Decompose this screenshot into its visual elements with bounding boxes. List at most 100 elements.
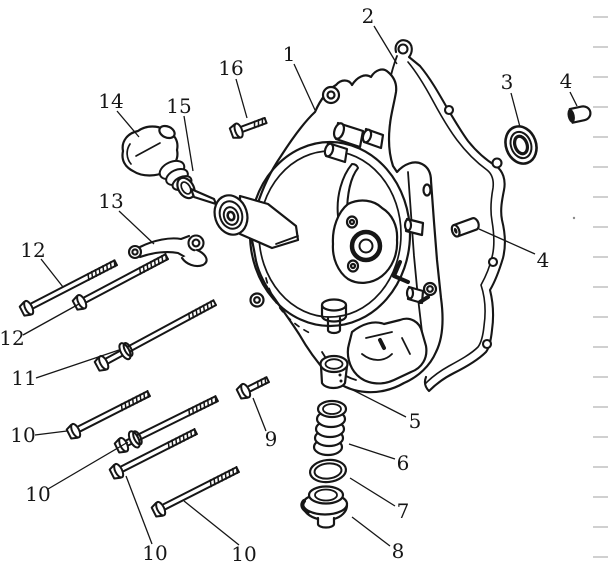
leader-line-crankcase-cover <box>293 63 316 111</box>
bolt-11 <box>93 299 217 372</box>
cover-strut-inner-line <box>407 171 423 333</box>
callout-label-bolt-10a: 10 <box>10 423 35 447</box>
cover-seal-tube <box>213 194 300 250</box>
bracket-arm-bottom <box>138 251 187 259</box>
leader-line-stud-bolt-12b <box>22 303 80 336</box>
leader-line-stud-bolt-12a <box>40 258 64 288</box>
callout-label-screw-16: 16 <box>218 56 243 80</box>
hub-bolt-hole-center <box>348 218 356 226</box>
bolt-10c <box>108 427 198 480</box>
strut-mini-boss-face <box>403 218 413 232</box>
cover-center-hub-flange <box>331 199 399 284</box>
screw-16 <box>228 116 268 139</box>
bracket-arm-top <box>138 234 191 249</box>
stud-bolt-12b <box>71 253 169 311</box>
leader-line-bolt-11 <box>35 349 120 379</box>
cap-knob <box>121 125 179 177</box>
bracket <box>127 234 208 268</box>
leader-line-o-ring <box>349 477 396 507</box>
tube-arm-line <box>275 235 299 245</box>
fasteners-layer <box>18 116 270 518</box>
callout-label-bolt-10d: 10 <box>231 542 256 564</box>
cover-bell-dashed-arc <box>265 277 313 335</box>
tube-face-ring <box>218 200 244 230</box>
gasket-inner-edge <box>407 61 495 384</box>
callout-label-strainer-cup: 5 <box>409 409 422 433</box>
callout-label-dowel-pin: 4 <box>537 248 550 272</box>
callout-label-bolt-10c: 10 <box>142 541 167 564</box>
callout-label-bolt-10b: 10 <box>25 482 50 506</box>
cover-top-lug <box>321 85 341 105</box>
drain-cap-tab <box>316 516 336 529</box>
drain-cap-top-inner <box>314 488 338 502</box>
strut-eyelet <box>422 281 438 297</box>
callout-label-bolt-9: 9 <box>265 427 278 451</box>
leader-line-bolt-10b <box>47 441 129 490</box>
cover-drain-boss-mid <box>320 314 348 323</box>
cover-drain-boss-side <box>320 303 348 318</box>
cup-hole <box>339 379 343 383</box>
callout-label-bolt-11: 11 <box>11 366 36 390</box>
bolt-9 <box>235 376 270 400</box>
bracket-left-eyelet <box>127 244 143 260</box>
stud-bolt-12a <box>18 259 118 317</box>
bolt-10d <box>150 465 240 518</box>
cap-top-bump <box>158 124 176 140</box>
leader-line-bolt-10a <box>34 430 68 436</box>
bolt-10b <box>113 395 219 454</box>
cover-cast-notch <box>392 260 410 284</box>
tube-face-ring <box>222 206 240 226</box>
gasket-hole <box>487 256 499 268</box>
leader-line-screw-16 <box>235 78 248 119</box>
dipstick <box>176 176 218 206</box>
drain-cap <box>300 485 349 529</box>
bracket-foot <box>180 248 208 268</box>
hub-bearing-bore <box>358 238 374 254</box>
hub-bolt-hole <box>346 259 360 273</box>
leader-line-bolt-10d <box>183 500 240 546</box>
strainer-cup <box>319 354 349 390</box>
leader-line-bolt-9 <box>252 397 267 432</box>
strut-eyelet-hole <box>426 285 434 293</box>
callout-label-bracket: 13 <box>98 189 123 213</box>
callout-label-oil-seal: 3 <box>501 70 514 94</box>
leader-line-dowel-pin <box>478 228 536 255</box>
cap-knob-inner-arc <box>126 143 132 165</box>
callout-label-dipstick: 15 <box>166 94 191 118</box>
gasket-hole <box>443 104 455 116</box>
callout-label-spring: 6 <box>397 451 410 475</box>
cover-boss-face <box>332 122 346 140</box>
leader-line-dipstick <box>183 115 194 172</box>
cover-lower-lug-hole <box>253 296 261 304</box>
cover-bottom-detail-dark <box>378 338 386 350</box>
strut-mini-boss-face <box>405 286 415 300</box>
hub-bolt-hole-center <box>349 262 357 270</box>
oil-seal <box>504 125 538 165</box>
cover-lower-lug <box>249 292 265 308</box>
dowel-pin <box>450 217 480 238</box>
leader-line-drain-cap <box>351 516 391 547</box>
bracket-right-eyelet <box>187 234 205 252</box>
cover-drain-boss-lower <box>326 316 342 335</box>
hub-bearing-ring <box>349 229 383 263</box>
callout-label-crankcase-cover: 1 <box>283 42 296 66</box>
cover-cast-notch <box>418 295 430 304</box>
scan-speck <box>572 216 576 220</box>
cover-gasket <box>385 39 506 393</box>
bracket-left-eyelet-hole <box>131 248 139 256</box>
crankcase-cover <box>248 68 444 394</box>
leader-line-oil-seal <box>510 92 521 128</box>
cover-top-lug-hole <box>326 90 336 100</box>
leader-line-bracket <box>118 210 155 245</box>
gasket-hole <box>481 338 493 350</box>
dipstick-blade <box>189 187 218 206</box>
plug <box>567 105 592 124</box>
cover-bottom-casting <box>346 317 428 385</box>
callout-label-stud-bolt-12b: 12 <box>0 326 25 350</box>
hub-bolt-hole <box>345 215 359 229</box>
leader-line-spring <box>348 443 396 460</box>
o-ring <box>308 458 348 484</box>
